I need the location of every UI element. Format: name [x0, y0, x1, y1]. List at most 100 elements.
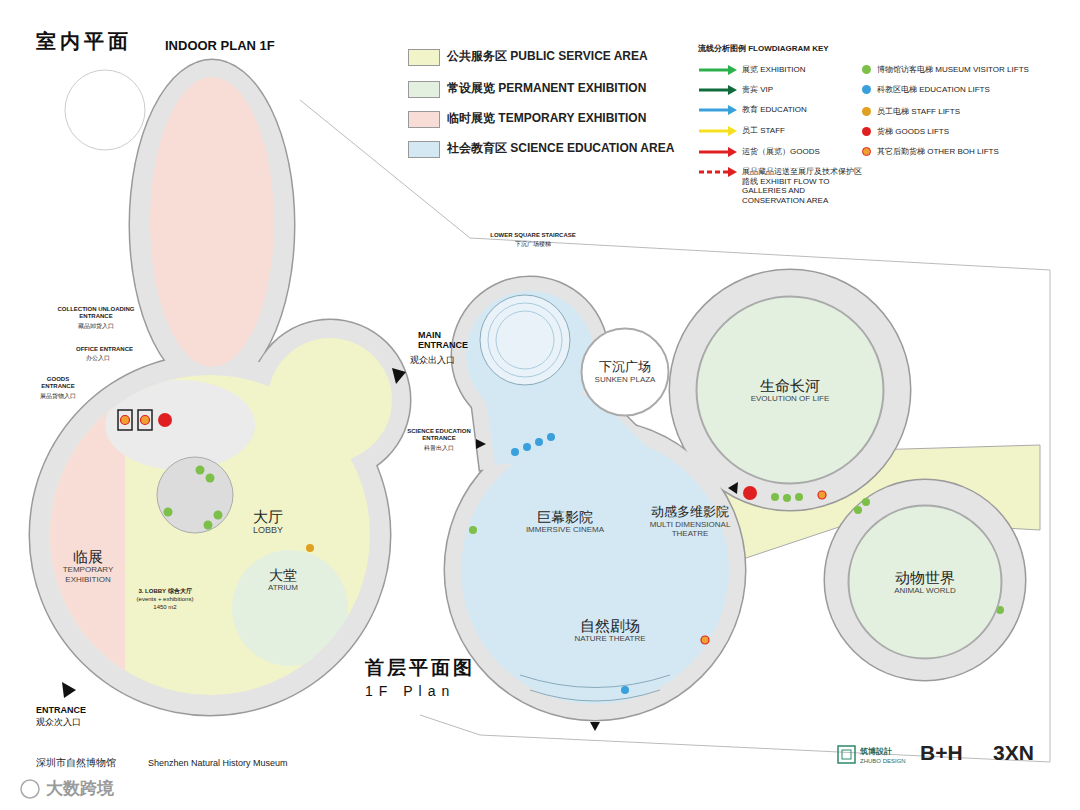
legend-item: 常设展览 PERMANENT EXHIBITION — [408, 81, 646, 98]
visitor-lift — [164, 508, 173, 517]
stair-label: LOWER SQUARE STAIRCASE — [488, 232, 578, 239]
legend-text: 常设展览 PERMANENT EXHIBITION — [447, 81, 646, 95]
area-name-english: ANIMAL WORLD — [894, 586, 956, 595]
lift-shaft — [138, 410, 152, 430]
entrance-label: 办公入口 — [86, 355, 110, 362]
lift-dot — [862, 127, 871, 136]
flow-line — [699, 151, 729, 154]
core — [157, 457, 233, 533]
entrance-label: GOODS ENTRANCE — [36, 376, 80, 390]
legend-item: 其它后勤货梯 OTHER BOH LIFTS — [862, 147, 999, 157]
visitor-lift — [206, 474, 215, 483]
area-name: 动物世界 — [895, 569, 955, 586]
visitor-lift — [469, 526, 477, 534]
flow-line — [699, 171, 729, 174]
gallery-circle: 下沉广场SUNKEN PLAZA — [580, 327, 670, 417]
cinema-dome — [480, 295, 570, 385]
area-name: 大厅 — [253, 508, 283, 525]
flow-arrowhead — [728, 126, 737, 136]
entrance-arrow — [392, 368, 406, 384]
flow-line-sample — [698, 167, 738, 177]
entrance-arrow — [590, 722, 600, 731]
visitor-lift — [214, 511, 223, 520]
lift-dot — [862, 85, 871, 94]
area-label-box: 动感多维影院MULTI DIMENSIONAL THEATRE — [641, 503, 739, 540]
legend-item: 社会教育区 SCIENCE EDUCATION AREA — [408, 141, 674, 158]
legend-text: 运货（展览）GOODS — [742, 147, 864, 157]
education-area — [461, 436, 729, 704]
museum-name: 深圳市自然博物馆 — [36, 757, 116, 769]
room-label: 1450 m2 — [125, 604, 205, 611]
area-label-box: 自然剧场NATURE THEATRE — [571, 615, 648, 645]
site-circle — [65, 70, 145, 150]
seating — [520, 675, 670, 688]
legend-item: 临时展览 TEMPORARY EXHIBITION — [408, 111, 646, 128]
flow-arrowhead — [728, 85, 737, 95]
legend-item: 科教区电梯 EDUCATION LIFTS — [862, 85, 990, 95]
visitor-lift — [854, 506, 862, 514]
area-name-english: MULTI DIMENSIONAL THEATRE — [644, 520, 736, 538]
flow-arrowhead — [728, 65, 737, 75]
area-name-english: LOBBY — [253, 525, 283, 535]
service-area — [105, 380, 255, 470]
legend-text: 其它后勤货梯 OTHER BOH LIFTS — [877, 147, 999, 157]
temporary-bulb — [150, 77, 274, 367]
lift-dot — [862, 147, 871, 156]
education-lift — [511, 448, 519, 456]
flow-line-sample — [698, 147, 738, 157]
flow-arrowhead — [728, 147, 737, 157]
legend-item: 运货（展览）GOODS — [698, 147, 864, 157]
legend-swatch — [408, 141, 440, 158]
area-name-english: SUNKEN PLAZA — [595, 375, 656, 384]
legend-swatch — [408, 49, 440, 66]
flow-line — [699, 89, 729, 92]
legend-item: 员工 STAFF — [698, 126, 864, 136]
legend-text: 展品藏品运送至展厅及技术保护区路线 EXHIBIT FLOW TO GALLER… — [742, 167, 864, 205]
entrance-label: 科普出入口 — [406, 445, 472, 452]
legend-item: 博物馆访客电梯 MUSEUM VISITOR LIFTS — [862, 65, 1029, 75]
legend-text: 社会教育区 SCIENCE EDUCATION AREA — [447, 141, 674, 155]
legend-text: 货梯 GOODS LIFTS — [877, 127, 949, 137]
legend-item: 教育 EDUCATION — [698, 105, 864, 115]
visitor-lift — [196, 466, 205, 475]
area-label-box: 大堂ATRIUM — [265, 565, 301, 594]
legend-swatch — [408, 111, 440, 128]
visitor-lift — [795, 493, 803, 501]
legend-text: 教育 EDUCATION — [742, 105, 864, 115]
flow-line-sample — [698, 105, 738, 115]
watermark: 大数跨境 — [46, 779, 114, 799]
watermark-logo — [21, 780, 39, 798]
flow-line-sample — [698, 65, 738, 75]
area-name-english: NATURE THEATRE — [574, 634, 645, 643]
visitor-lift — [204, 521, 213, 530]
legend-text: 科教区电梯 EDUCATION LIFTS — [877, 85, 990, 95]
stair-label: 下沉广场楼梯 — [488, 241, 578, 248]
entrance-label: SCIENCE EDUCATION ENTRANCE — [406, 428, 472, 442]
area-name-english: EVOLUTION OF LIFE — [751, 394, 830, 403]
room-label: 3. LOBBY 综合大厅 — [125, 588, 205, 595]
gallery-circle: 动物世界ANIMAL WORLD — [847, 504, 1003, 660]
staff-lift — [306, 544, 314, 552]
flow-line-sample — [698, 85, 738, 95]
legend-heading: 流线分析图例 FLOWDIAGRAM KEY — [698, 44, 829, 53]
area-name: 临展 — [73, 548, 103, 565]
cinema-dome — [496, 311, 554, 369]
legend-text: 贵宾 VIP — [742, 85, 864, 95]
legend-item: 货梯 GOODS LIFTS — [862, 127, 949, 137]
caption: 首层平面图 — [365, 657, 475, 679]
gallery-circle: 生命长河EVOLUTION OF LIFE — [695, 295, 885, 485]
flow-line — [699, 109, 729, 112]
education-lift — [535, 438, 543, 446]
area-name-english: ATRIUM — [268, 583, 298, 592]
entrance-arrow — [62, 682, 76, 698]
flow-arrowhead — [728, 167, 737, 177]
entrance-label: 展品货物入口 — [36, 393, 80, 400]
title: 室内平面 — [36, 30, 132, 53]
area-label-box: 临展TEMPORARY EXHIBITION — [54, 546, 122, 586]
zhubo-logo — [838, 746, 855, 763]
legend-text: 公共服务区 PUBLIC SERVICE AREA — [447, 49, 648, 63]
temporary-area — [0, 0, 125, 810]
